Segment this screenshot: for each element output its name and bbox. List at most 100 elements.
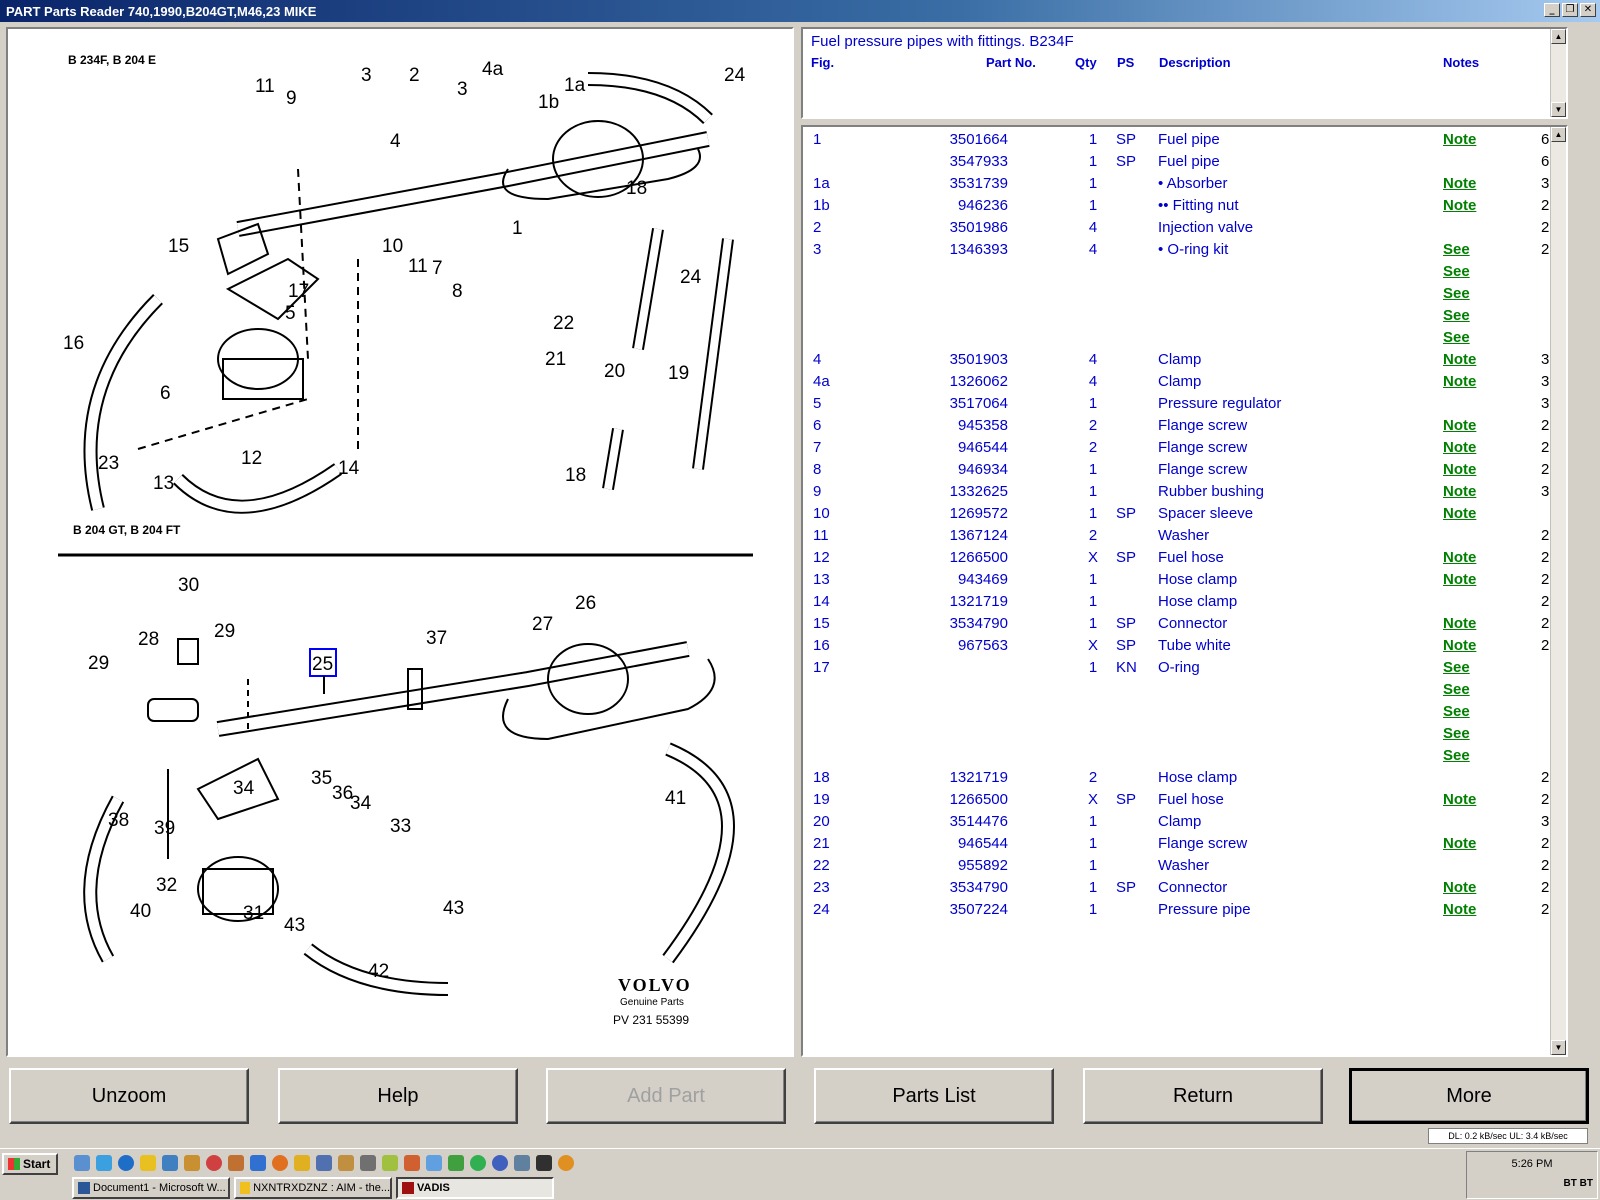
quicklaunch-icon[interactable] bbox=[294, 1155, 310, 1171]
callout[interactable]: 20 bbox=[604, 361, 625, 382]
callout[interactable]: 43 bbox=[443, 898, 464, 919]
note-link[interactable]: Note bbox=[1443, 901, 1477, 918]
table-row[interactable]: See bbox=[803, 283, 1548, 305]
quicklaunch-icon[interactable] bbox=[184, 1155, 200, 1171]
note-link[interactable]: Note bbox=[1443, 879, 1477, 896]
note-link[interactable]: Note bbox=[1443, 615, 1477, 632]
callout[interactable]: 11 bbox=[408, 256, 428, 277]
quicklaunch-icon[interactable] bbox=[162, 1155, 178, 1171]
table-row[interactable]: See bbox=[803, 305, 1548, 327]
quicklaunch-icon[interactable] bbox=[536, 1155, 552, 1171]
table-scrollbar[interactable]: ▲ ▼ bbox=[1550, 127, 1566, 1055]
note-link[interactable]: Note bbox=[1443, 175, 1477, 192]
note-link[interactable]: Note bbox=[1443, 571, 1477, 588]
note-link[interactable]: See bbox=[1443, 747, 1470, 764]
note-link[interactable]: See bbox=[1443, 307, 1470, 324]
callout[interactable]: 29 bbox=[214, 621, 235, 642]
parts-list-button[interactable]: Parts List bbox=[814, 1068, 1054, 1124]
callout[interactable]: 1a bbox=[564, 75, 586, 96]
quicklaunch-icon[interactable] bbox=[514, 1155, 530, 1171]
callout[interactable]: 23 bbox=[98, 453, 119, 474]
note-link[interactable]: See bbox=[1443, 681, 1470, 698]
callout[interactable]: 7 bbox=[432, 258, 443, 279]
callout[interactable]: 3 bbox=[361, 65, 372, 86]
close-icon[interactable]: ✕ bbox=[1580, 3, 1596, 17]
callout[interactable]: 38 bbox=[108, 810, 129, 831]
firefox-icon[interactable] bbox=[272, 1155, 288, 1171]
callout[interactable]: 3 bbox=[457, 79, 468, 100]
callout[interactable]: 18 bbox=[626, 178, 647, 199]
callout[interactable]: 31 bbox=[243, 903, 264, 924]
window-titlebar[interactable]: PART Parts Reader 740,1990,B204GT,M46,23… bbox=[0, 0, 1600, 22]
header-scrollbar[interactable]: ▲ ▼ bbox=[1550, 29, 1566, 117]
note-link[interactable]: Note bbox=[1443, 439, 1477, 456]
callout[interactable]: 16 bbox=[63, 333, 84, 354]
scroll-up-icon[interactable]: ▲ bbox=[1551, 127, 1566, 142]
parts-diagram[interactable]: B 234F, B 204 E B 204 GT, B 204 FT 11 9 … bbox=[6, 27, 794, 1057]
callout[interactable]: 30 bbox=[178, 575, 199, 596]
quicklaunch-icon[interactable] bbox=[404, 1155, 420, 1171]
minimize-icon[interactable]: _ bbox=[1544, 3, 1560, 17]
callout[interactable]: 37 bbox=[426, 628, 447, 649]
callout[interactable]: 24 bbox=[724, 65, 746, 86]
callout[interactable]: 17 bbox=[288, 281, 309, 302]
note-link[interactable]: Note bbox=[1443, 549, 1477, 566]
quicklaunch-icon[interactable] bbox=[382, 1155, 398, 1171]
note-link[interactable]: Note bbox=[1443, 197, 1477, 214]
callout[interactable]: 1 bbox=[512, 218, 523, 239]
callout[interactable]: 41 bbox=[665, 788, 686, 809]
table-row[interactable]: See bbox=[803, 679, 1548, 701]
callout[interactable]: 42 bbox=[368, 961, 389, 982]
restore-icon[interactable]: ❐ bbox=[1562, 3, 1578, 17]
callout[interactable]: 26 bbox=[575, 593, 596, 614]
callout[interactable]: 24 bbox=[680, 267, 702, 288]
table-row[interactable]: See bbox=[803, 261, 1548, 283]
note-link[interactable]: See bbox=[1443, 329, 1470, 346]
tray-icons[interactable]: BT BT bbox=[1563, 1178, 1593, 1189]
callout[interactable]: 34 bbox=[350, 793, 372, 814]
quicklaunch-icon[interactable] bbox=[492, 1155, 508, 1171]
quicklaunch-icon[interactable] bbox=[558, 1155, 574, 1171]
note-link[interactable]: Note bbox=[1443, 835, 1477, 852]
table-row[interactable]: See bbox=[803, 327, 1548, 349]
note-link[interactable]: See bbox=[1443, 241, 1470, 258]
task-aim[interactable]: NXNTRXDZNZ : AIM - the... bbox=[234, 1177, 392, 1199]
more-button[interactable]: More bbox=[1349, 1068, 1589, 1124]
note-link[interactable]: Note bbox=[1443, 637, 1477, 654]
note-link[interactable]: Note bbox=[1443, 417, 1477, 434]
quicklaunch-icon[interactable] bbox=[448, 1155, 464, 1171]
callout[interactable]: 36 bbox=[332, 783, 353, 804]
help-button[interactable]: Help bbox=[278, 1068, 518, 1124]
callout[interactable]: 28 bbox=[138, 629, 159, 650]
callout[interactable]: 4 bbox=[390, 131, 401, 152]
return-button[interactable]: Return bbox=[1083, 1068, 1323, 1124]
callout[interactable]: 9 bbox=[286, 88, 297, 109]
unzoom-button[interactable]: Unzoom bbox=[9, 1068, 249, 1124]
scroll-down-icon[interactable]: ▼ bbox=[1551, 102, 1566, 117]
scroll-up-icon[interactable]: ▲ bbox=[1551, 29, 1566, 44]
scroll-down-icon[interactable]: ▼ bbox=[1551, 1040, 1566, 1055]
callout[interactable]: 12 bbox=[241, 448, 262, 469]
ie-icon[interactable] bbox=[118, 1155, 134, 1171]
callout[interactable]: 14 bbox=[338, 458, 360, 479]
